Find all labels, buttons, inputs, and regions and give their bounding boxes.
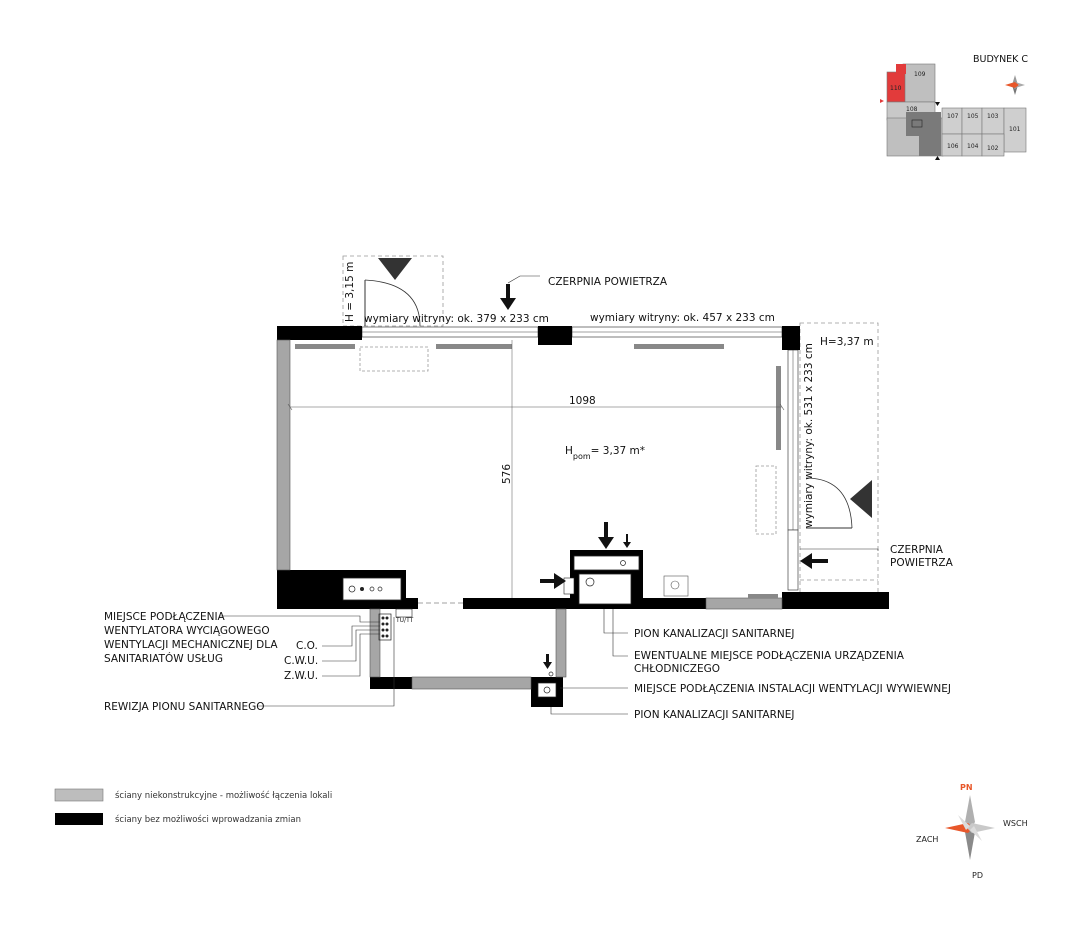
exhaust-label: MIEJSCE PODŁĄCZENIA INSTALACJI WENTYLACJ…	[634, 683, 951, 695]
legend: ściany niekonstrukcyjne - możliwość łącz…	[54, 788, 332, 825]
window-2: wymiary witryny: ok. 457 x 233 cm	[590, 312, 775, 324]
key-plan: BUDYNEK C 109 110 108 107 105 103	[880, 54, 1028, 160]
vent-arrow-down-icon	[598, 522, 614, 549]
compass-west: ZACH	[916, 835, 938, 844]
unit-106: 106	[947, 143, 959, 150]
pipe-connections-icon	[378, 613, 392, 641]
compass-south: PD	[972, 871, 983, 880]
key-plan-compass-icon	[1005, 75, 1025, 95]
cooling-label-2: CHŁODNICZEGO	[634, 663, 720, 675]
fan-connection-label-4: SANITARIATÓW USŁUG	[104, 652, 223, 665]
co-label: C.O.	[296, 640, 318, 652]
unit-110: 110	[890, 85, 902, 92]
vent-arrow-left-icon	[540, 573, 566, 589]
unit-103: 103	[987, 113, 999, 120]
air-intake-arrow-right-icon	[800, 553, 828, 569]
dim-width: 1098	[569, 395, 596, 407]
unit-101: 101	[1009, 126, 1021, 133]
building-title: BUDYNEK C	[973, 54, 1028, 65]
air-intake-top-label: CZERPNIA POWIETRZA	[548, 276, 668, 288]
unit-104: 104	[967, 143, 979, 150]
compass-east: WSCH	[1003, 819, 1028, 828]
air-intake-right-label-2: POWIETRZA	[890, 557, 954, 569]
air-intake-right-label-1: CZERPNIA	[890, 544, 944, 556]
window-1: wymiary witryny: ok. 379 x 233 cm	[364, 313, 549, 325]
unit-108: 108	[906, 106, 918, 113]
unit-105: 105	[967, 113, 979, 120]
main-plan: 1098 576 Hpom= 3,37 m* H = 3,15 m H=3,37…	[276, 255, 889, 707]
annotations: CZERPNIA POWIETRZA CZERPNIA POWIETRZA MI…	[104, 276, 954, 721]
ceiling-height-main: Hpom= 3,37 m*	[565, 445, 645, 461]
legend-gray-swatch	[54, 788, 104, 802]
cooling-label-1: EWENTUALNE MIEJSCE PODŁĄCZENIA URZĄDZENI…	[634, 650, 905, 662]
entrance-triangle-right	[850, 480, 872, 518]
dim-depth: 576	[501, 464, 513, 484]
legend-black-swatch	[55, 813, 103, 825]
air-intake-arrow-top-icon	[500, 284, 516, 310]
compass-north: PN	[960, 783, 973, 792]
height-right: H=3,37 m	[820, 336, 874, 348]
unit-102: 102	[987, 145, 999, 152]
sewer-riser-2-label: PION KANALIZACJI SANITARNEJ	[634, 709, 794, 721]
riser-arrow-lower-icon	[543, 654, 552, 669]
leader-lines	[220, 275, 879, 715]
compass-icon: PN WSCH ZACH PD	[916, 783, 1028, 880]
tu-tt-label: TU/TT	[395, 617, 414, 624]
fan-connection-label-1: MIEJSCE PODŁĄCZENIA	[104, 611, 226, 623]
fan-connection-label-2: WENTYLATORA WYCIĄGOWEGO	[104, 625, 270, 637]
window-3: wymiary witryny: ok. 531 x 233 cm	[803, 343, 815, 528]
cwu-label: C.W.U.	[284, 655, 318, 667]
riser-arrow-small-icon	[623, 534, 631, 548]
unit-109: 109	[914, 71, 926, 78]
legend-black-label: ściany bez możliwości wprowadzania zmian	[115, 814, 301, 825]
fan-connection-label-3: WENTYLACJI MECHANICZNEJ DLA	[104, 639, 278, 651]
legend-gray-label: ściany niekonstrukcyjne - możliwość łącz…	[115, 790, 332, 801]
unit-107: 107	[947, 113, 959, 120]
zwu-label: Z.W.U.	[284, 670, 318, 682]
sewer-riser-1-label: PION KANALIZACJI SANITARNEJ	[634, 628, 794, 640]
height-left: H = 3,15 m	[344, 262, 356, 322]
entrance-triangle-top	[378, 258, 412, 280]
revision-label: REWIZJA PIONU SANITARNEGO	[104, 701, 265, 713]
